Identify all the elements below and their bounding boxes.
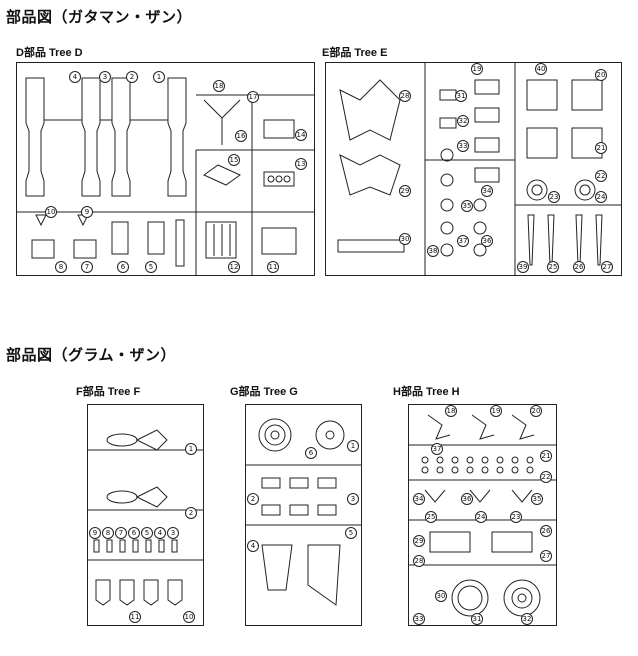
part-number-e-40: 40 [535,63,547,75]
tree-h-label: H部品 Tree H [393,386,460,398]
part-number-e-23: 23 [548,191,560,203]
part-number-g-4: 4 [247,540,259,552]
part-number-d-18: 18 [213,80,225,92]
part-number-e-37: 37 [457,235,469,247]
part-number-e-39: 39 [517,261,529,273]
tree-f-frame [87,404,204,626]
part-number-d-4: 4 [69,71,81,83]
part-number-d-5: 5 [145,261,157,273]
part-number-f-3: 3 [167,527,179,539]
tree-f-label: F部品 Tree F [76,386,141,398]
part-number-d-9: 9 [81,206,93,218]
part-number-d-13: 13 [295,158,307,170]
part-number-f-2: 2 [185,507,197,519]
part-number-h-31: 31 [471,613,483,625]
part-number-d-14: 14 [295,129,307,141]
tree-d-label: D部品 Tree D [16,47,83,59]
part-number-f-11: 11 [129,611,141,623]
part-number-h-28: 28 [413,555,425,567]
part-number-g-5: 5 [345,527,357,539]
part-number-h-26: 26 [540,525,552,537]
part-number-d-2: 2 [126,71,138,83]
part-number-e-36: 36 [481,235,493,247]
section-heading-gatamanzan: 部品図（ガタマン・ザン） [6,8,193,26]
part-number-h-36: 36 [461,493,473,505]
part-number-f-4: 4 [154,527,166,539]
tree-d-long-parts [25,77,187,197]
part-number-g-2: 2 [247,493,259,505]
part-number-d-6: 6 [117,261,129,273]
part-number-d-11: 11 [267,261,279,273]
tree-e-label: E部品 Tree E [322,47,388,59]
part-number-h-29: 29 [413,535,425,547]
part-number-h-25: 25 [425,511,437,523]
part-number-f-10: 10 [183,611,195,623]
part-number-e-19: 19 [471,63,483,75]
part-number-g-1: 1 [347,440,359,452]
part-number-e-21: 21 [595,142,607,154]
part-number-d-7: 7 [81,261,93,273]
part-number-h-34: 34 [413,493,425,505]
part-number-e-35: 35 [461,200,473,212]
part-number-d-15: 15 [228,154,240,166]
tree-g-art [245,418,362,606]
part-number-h-23: 23 [510,511,522,523]
part-number-d-16: 16 [235,130,247,142]
tree-g-label: G部品 Tree G [230,386,298,398]
part-number-g-6: 6 [305,447,317,459]
tree-d-art [16,77,315,276]
part-number-h-20: 20 [530,405,542,417]
part-number-h-21: 21 [540,450,552,462]
part-number-h-30: 30 [435,590,447,602]
part-number-f-9: 9 [89,527,101,539]
part-number-f-5: 5 [141,527,153,539]
part-number-e-33: 33 [457,140,469,152]
part-number-h-32: 32 [521,613,533,625]
part-number-f-6: 6 [128,527,140,539]
part-number-h-19: 19 [490,405,502,417]
part-number-h-22: 22 [540,471,552,483]
part-number-h-33: 33 [413,613,425,625]
part-number-h-27: 27 [540,550,552,562]
tree-d-frame [16,62,315,276]
part-number-e-32: 32 [457,115,469,127]
part-number-e-20: 20 [595,69,607,81]
part-number-h-35: 35 [531,493,543,505]
part-number-d-3: 3 [99,71,111,83]
part-number-e-25: 25 [547,261,559,273]
part-number-e-38: 38 [427,245,439,257]
part-number-e-30: 30 [399,233,411,245]
part-number-d-10: 10 [45,206,57,218]
part-number-g-3: 3 [347,493,359,505]
part-number-f-1: 1 [185,443,197,455]
part-number-e-26: 26 [573,261,585,273]
part-number-d-1: 1 [153,71,165,83]
part-number-e-22: 22 [595,170,607,182]
part-number-d-12: 12 [228,261,240,273]
part-number-e-27: 27 [601,261,613,273]
section-heading-gramzan: 部品図（グラム・ザン） [6,346,177,364]
tree-e-art [337,62,622,276]
part-number-e-31: 31 [455,90,467,102]
part-number-e-28: 28 [399,90,411,102]
part-number-d-8: 8 [55,261,67,273]
part-number-h-37: 37 [431,443,443,455]
part-number-e-29: 29 [399,185,411,197]
tree-f-art [87,429,204,606]
part-number-e-34: 34 [481,185,493,197]
part-number-h-18: 18 [445,405,457,417]
part-number-f-7: 7 [115,527,127,539]
part-number-h-24: 24 [475,511,487,523]
part-number-f-8: 8 [102,527,114,539]
part-number-e-24: 24 [595,191,607,203]
part-number-d-17: 17 [247,91,259,103]
